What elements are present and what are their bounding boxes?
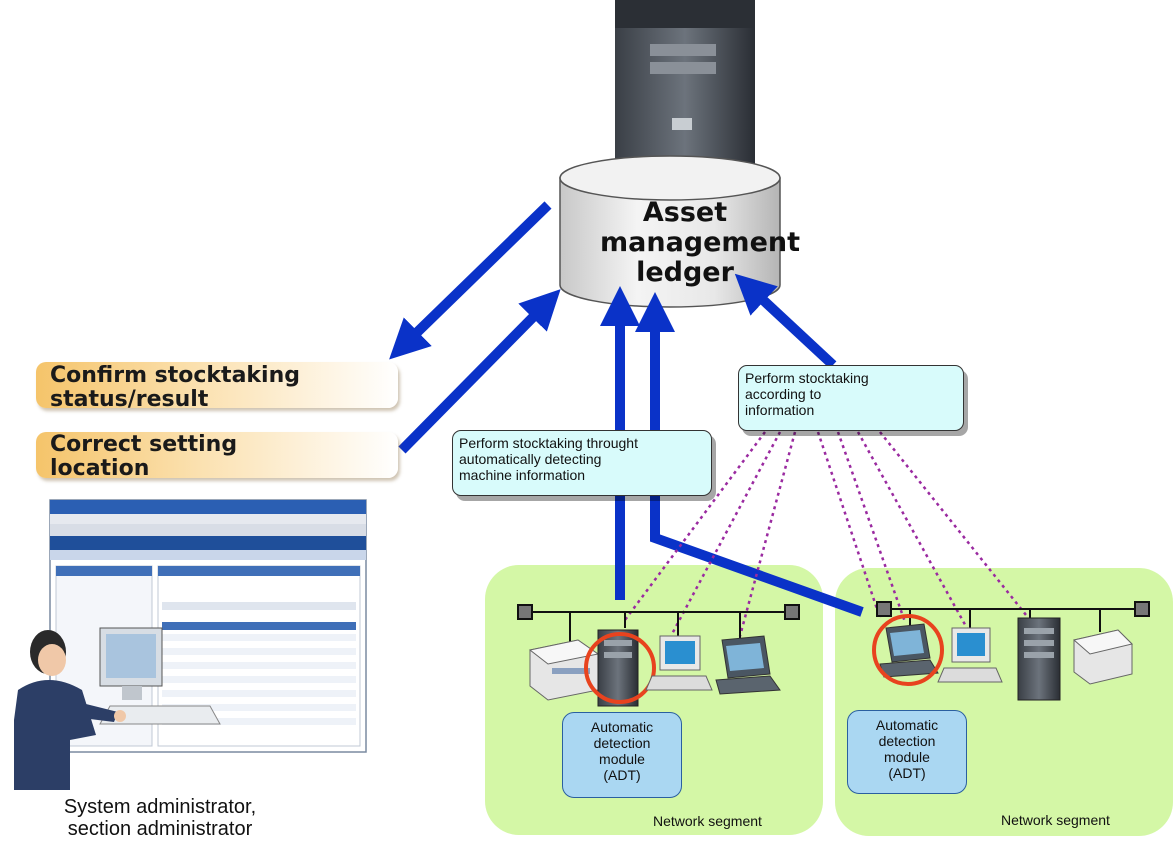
action-confirm-label: Confirm stocktaking status/result: [50, 363, 301, 412]
action-correct-box: [36, 432, 398, 478]
administrator-person-icon: [14, 627, 221, 790]
arrow-ledger-to-admin: [389, 201, 552, 360]
network-bus-2: [876, 601, 1150, 632]
segment-2-label: Network segment: [1001, 812, 1110, 828]
highlight-ring-icon: [872, 614, 944, 686]
ledger-label: Asset management ledger: [600, 197, 801, 288]
arrow-segment2-up: [635, 292, 864, 617]
adt-module-1: Automatic detection module (ADT): [562, 712, 682, 798]
action-confirm-box: [36, 362, 398, 408]
admin-caption: System administrator, section administra…: [63, 796, 257, 840]
highlight-ring-icon: [584, 632, 656, 704]
dotted-links: [623, 431, 1031, 637]
callout-auto-detect: Perform stocktaking throught automatical…: [452, 430, 712, 496]
printer-icon: [1072, 629, 1133, 685]
segment-1-label: Network segment: [653, 813, 762, 829]
tower-pc-icon: [597, 629, 639, 707]
action-correct-label: Correct setting location: [50, 432, 238, 481]
desktop-pc-icon: [937, 627, 1003, 683]
printer-icon: [528, 639, 600, 701]
adt-module-2: Automatic detection module (ADT): [847, 710, 967, 794]
arrow-admin-to-ledger: [398, 289, 561, 454]
callout-by-information: Perform stocktaking according to informa…: [738, 365, 964, 431]
network-bus-1: [517, 604, 800, 642]
arrow-info-to-ledger: [734, 273, 837, 369]
server-tower-icon: [1017, 617, 1061, 701]
desktop-pc-icon: [645, 635, 713, 691]
laptop-icon: [879, 623, 939, 678]
laptop-icon: [715, 635, 781, 695]
